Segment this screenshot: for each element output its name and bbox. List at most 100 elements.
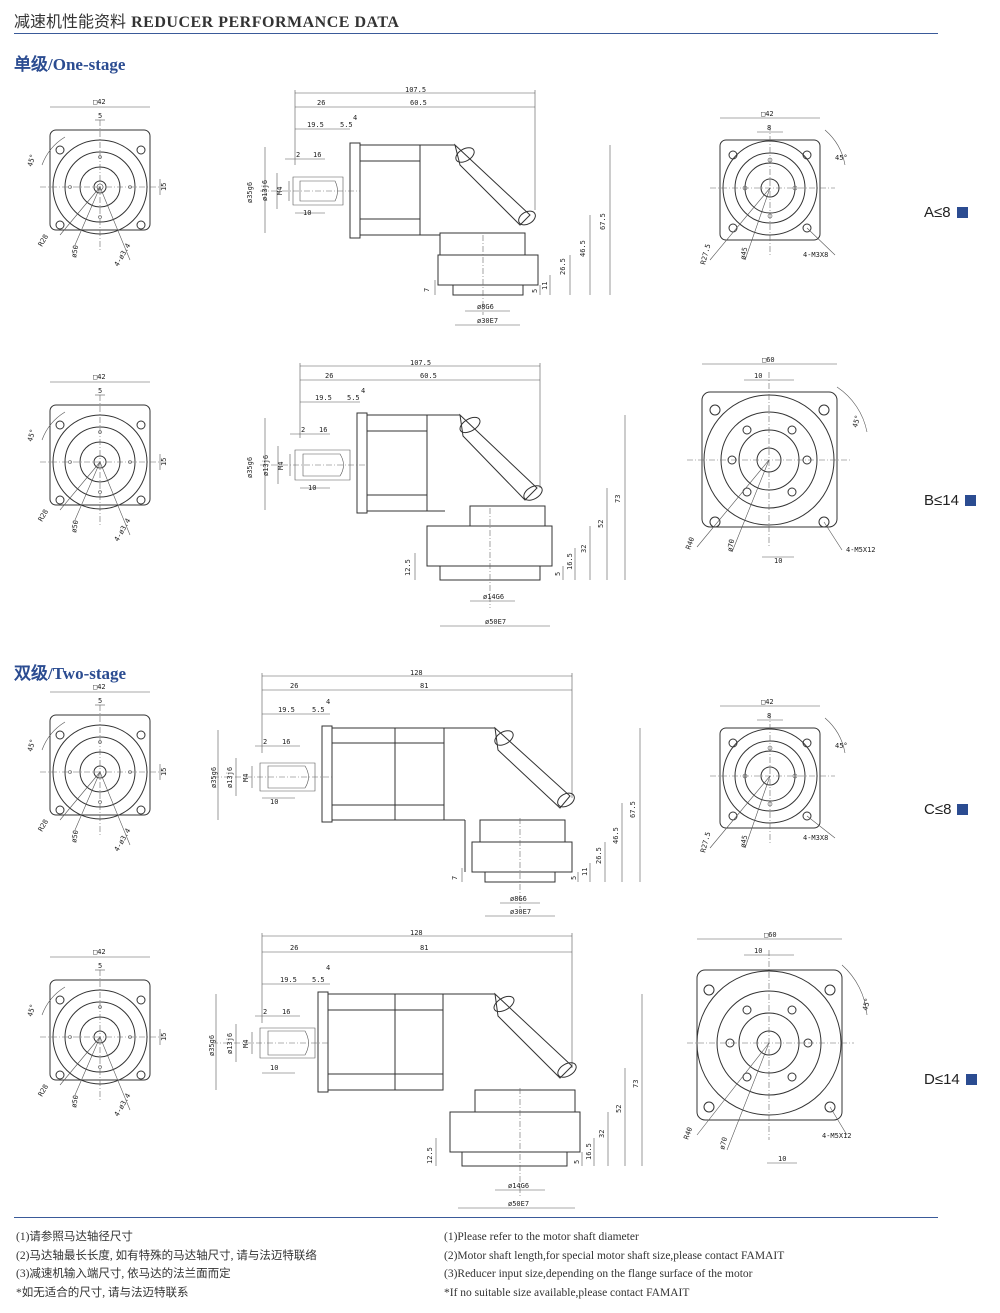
dim-label: 15 <box>160 458 168 466</box>
dim-label: 16.5 <box>566 553 574 570</box>
square-marker-icon <box>957 804 969 815</box>
note-cn-4: *如无适合的尺寸, 请与法迈特联系 <box>16 1286 189 1299</box>
dim-label: 11 <box>581 868 589 876</box>
dim-label: 45° <box>26 738 37 752</box>
note-en-1: (1)Please refer to the motor shaft diame… <box>444 1231 639 1243</box>
ratio-label-d: D≤14 <box>924 1071 977 1088</box>
dim-label: 15 <box>160 1033 168 1041</box>
dim-label: 45° <box>861 997 872 1011</box>
dim-label: ø35g6 <box>246 457 254 478</box>
dim-label: 8 <box>767 124 771 132</box>
dim-label: □42 <box>761 698 774 706</box>
header-title-en: REDUCER PERFORMANCE DATA <box>131 14 400 31</box>
dim-label: 4-M5X12 <box>822 1132 852 1140</box>
dim-label: ø50E7 <box>485 618 506 626</box>
dim-label: 4-ø3.4 <box>113 242 133 268</box>
dim-label: 11 <box>541 282 549 290</box>
dim-label: 5 <box>531 289 539 293</box>
dim-label: ø13j6 <box>226 1033 234 1054</box>
dim-label: 16 <box>319 426 327 434</box>
dim-label: 45° <box>851 414 862 428</box>
ratio-label-c: C≤8 <box>924 801 969 818</box>
dim-label: ø35g6 <box>208 1035 216 1056</box>
dim-label: 26 <box>325 372 333 380</box>
front-flange-drawing-row3: □42 5 45° 15 R28 ø50 4-ø3.4 <box>26 683 168 853</box>
dim-label: 4-M5X12 <box>846 546 876 554</box>
dim-label: 4-ø3.4 <box>113 517 133 543</box>
side-view-drawing-row1: 107.5 26 60.5 4 19.5 5.5 2 16 10 ø35g6 ø… <box>246 86 625 335</box>
dim-label: R40 <box>682 1126 694 1141</box>
dim-label: M4 <box>277 462 285 470</box>
dim-label: 52 <box>597 520 605 528</box>
dim-label: 7 <box>423 288 431 292</box>
dim-label: 5 <box>98 697 102 705</box>
dim-label: 73 <box>632 1080 640 1088</box>
dim-label: R27.5 <box>699 243 712 265</box>
dim-label: 7 <box>451 876 459 880</box>
dim-label: 16 <box>282 738 290 746</box>
dim-label: 4 <box>326 964 330 972</box>
header-title-cn: 减速机性能资料 <box>14 12 127 31</box>
dim-label: R40 <box>684 536 696 551</box>
dim-label: ø45 <box>739 834 749 848</box>
dim-label: □42 <box>93 948 106 956</box>
note-cn-3: (3)减速机输入端尺寸, 依马达的法兰面而定 <box>16 1268 231 1280</box>
dim-label: 16.5 <box>585 1143 593 1160</box>
front-flange-drawing-row1: □42 5 45° 15 R28 ø50 4-ø3.4 <box>26 98 168 268</box>
side-view-drawing-row3: 128 26 81 4 19.5 5.5 2 16 10 ø35g6 ø13j6… <box>210 669 650 923</box>
dim-label: 19.5 <box>307 121 324 129</box>
dim-label: 5 <box>98 112 102 120</box>
dim-label: ø50 <box>70 519 80 533</box>
dim-label: 4 <box>326 698 330 706</box>
dim-label: 26 <box>290 682 298 690</box>
dim-label: 16 <box>282 1008 290 1016</box>
dim-label: 32 <box>580 545 588 553</box>
dim-label: □60 <box>764 931 777 939</box>
dim-label: 26.5 <box>595 847 603 864</box>
note-en-4: *If no suitable size available,please co… <box>444 1286 690 1299</box>
output-flange-drawing-row1: □42 8 45° R27.5 ø45 4-M3X8 <box>699 110 848 266</box>
ratio-label-b: B≤14 <box>924 492 976 509</box>
dim-label: ø35g6 <box>246 182 254 203</box>
dim-label: 107.5 <box>405 86 426 94</box>
dim-label: ø14G6 <box>508 1182 529 1190</box>
dim-label: 81 <box>420 944 428 952</box>
dim-label: □42 <box>93 683 106 691</box>
dim-label: ø50 <box>70 244 80 258</box>
dim-label: 128 <box>410 929 423 937</box>
dim-label: 10 <box>308 484 316 492</box>
section-label-one-stage: 单级/One-stage <box>14 55 126 74</box>
dim-label: ø14G6 <box>483 593 504 601</box>
square-marker-icon <box>964 495 976 506</box>
dim-label: M4 <box>276 187 284 195</box>
dim-label: ø30E7 <box>477 317 498 325</box>
front-flange-drawing-row4: □42 5 45° 15 R28 ø50 4-ø3.4 <box>26 948 168 1118</box>
ratio-label-a: A≤8 <box>924 204 968 221</box>
notes-english: (1)Please refer to the motor shaft diame… <box>444 1228 784 1302</box>
dim-label: 10 <box>778 1155 786 1163</box>
dim-label: ø45 <box>739 246 749 260</box>
dim-label: 128 <box>410 669 423 677</box>
dim-label: 5.5 <box>340 121 353 129</box>
dim-label: 19.5 <box>278 706 295 714</box>
dim-label: 10 <box>270 1064 278 1072</box>
dim-label: 10 <box>303 209 311 217</box>
dim-label: 67.5 <box>599 213 607 230</box>
dim-label: 5.5 <box>347 394 360 402</box>
dim-label: 73 <box>614 495 622 503</box>
dim-label: 52 <box>615 1105 623 1113</box>
dim-label: 46.5 <box>579 240 587 257</box>
footer-divider <box>14 1217 938 1218</box>
dim-label: M4 <box>242 774 250 782</box>
dim-label: □60 <box>762 356 775 364</box>
dim-label: 2 <box>263 1008 267 1016</box>
dim-label: 67.5 <box>629 801 637 818</box>
dim-label: 2 <box>263 738 267 746</box>
dim-label: M4 <box>242 1040 250 1048</box>
dim-label: 26.5 <box>559 258 567 275</box>
dim-label: ø13j6 <box>262 455 270 476</box>
dim-label: 60.5 <box>410 99 427 107</box>
dim-label: 45° <box>835 154 848 162</box>
note-cn-1: (1)请参照马达轴径尺寸 <box>16 1231 133 1243</box>
dim-label: R28 <box>37 233 50 248</box>
